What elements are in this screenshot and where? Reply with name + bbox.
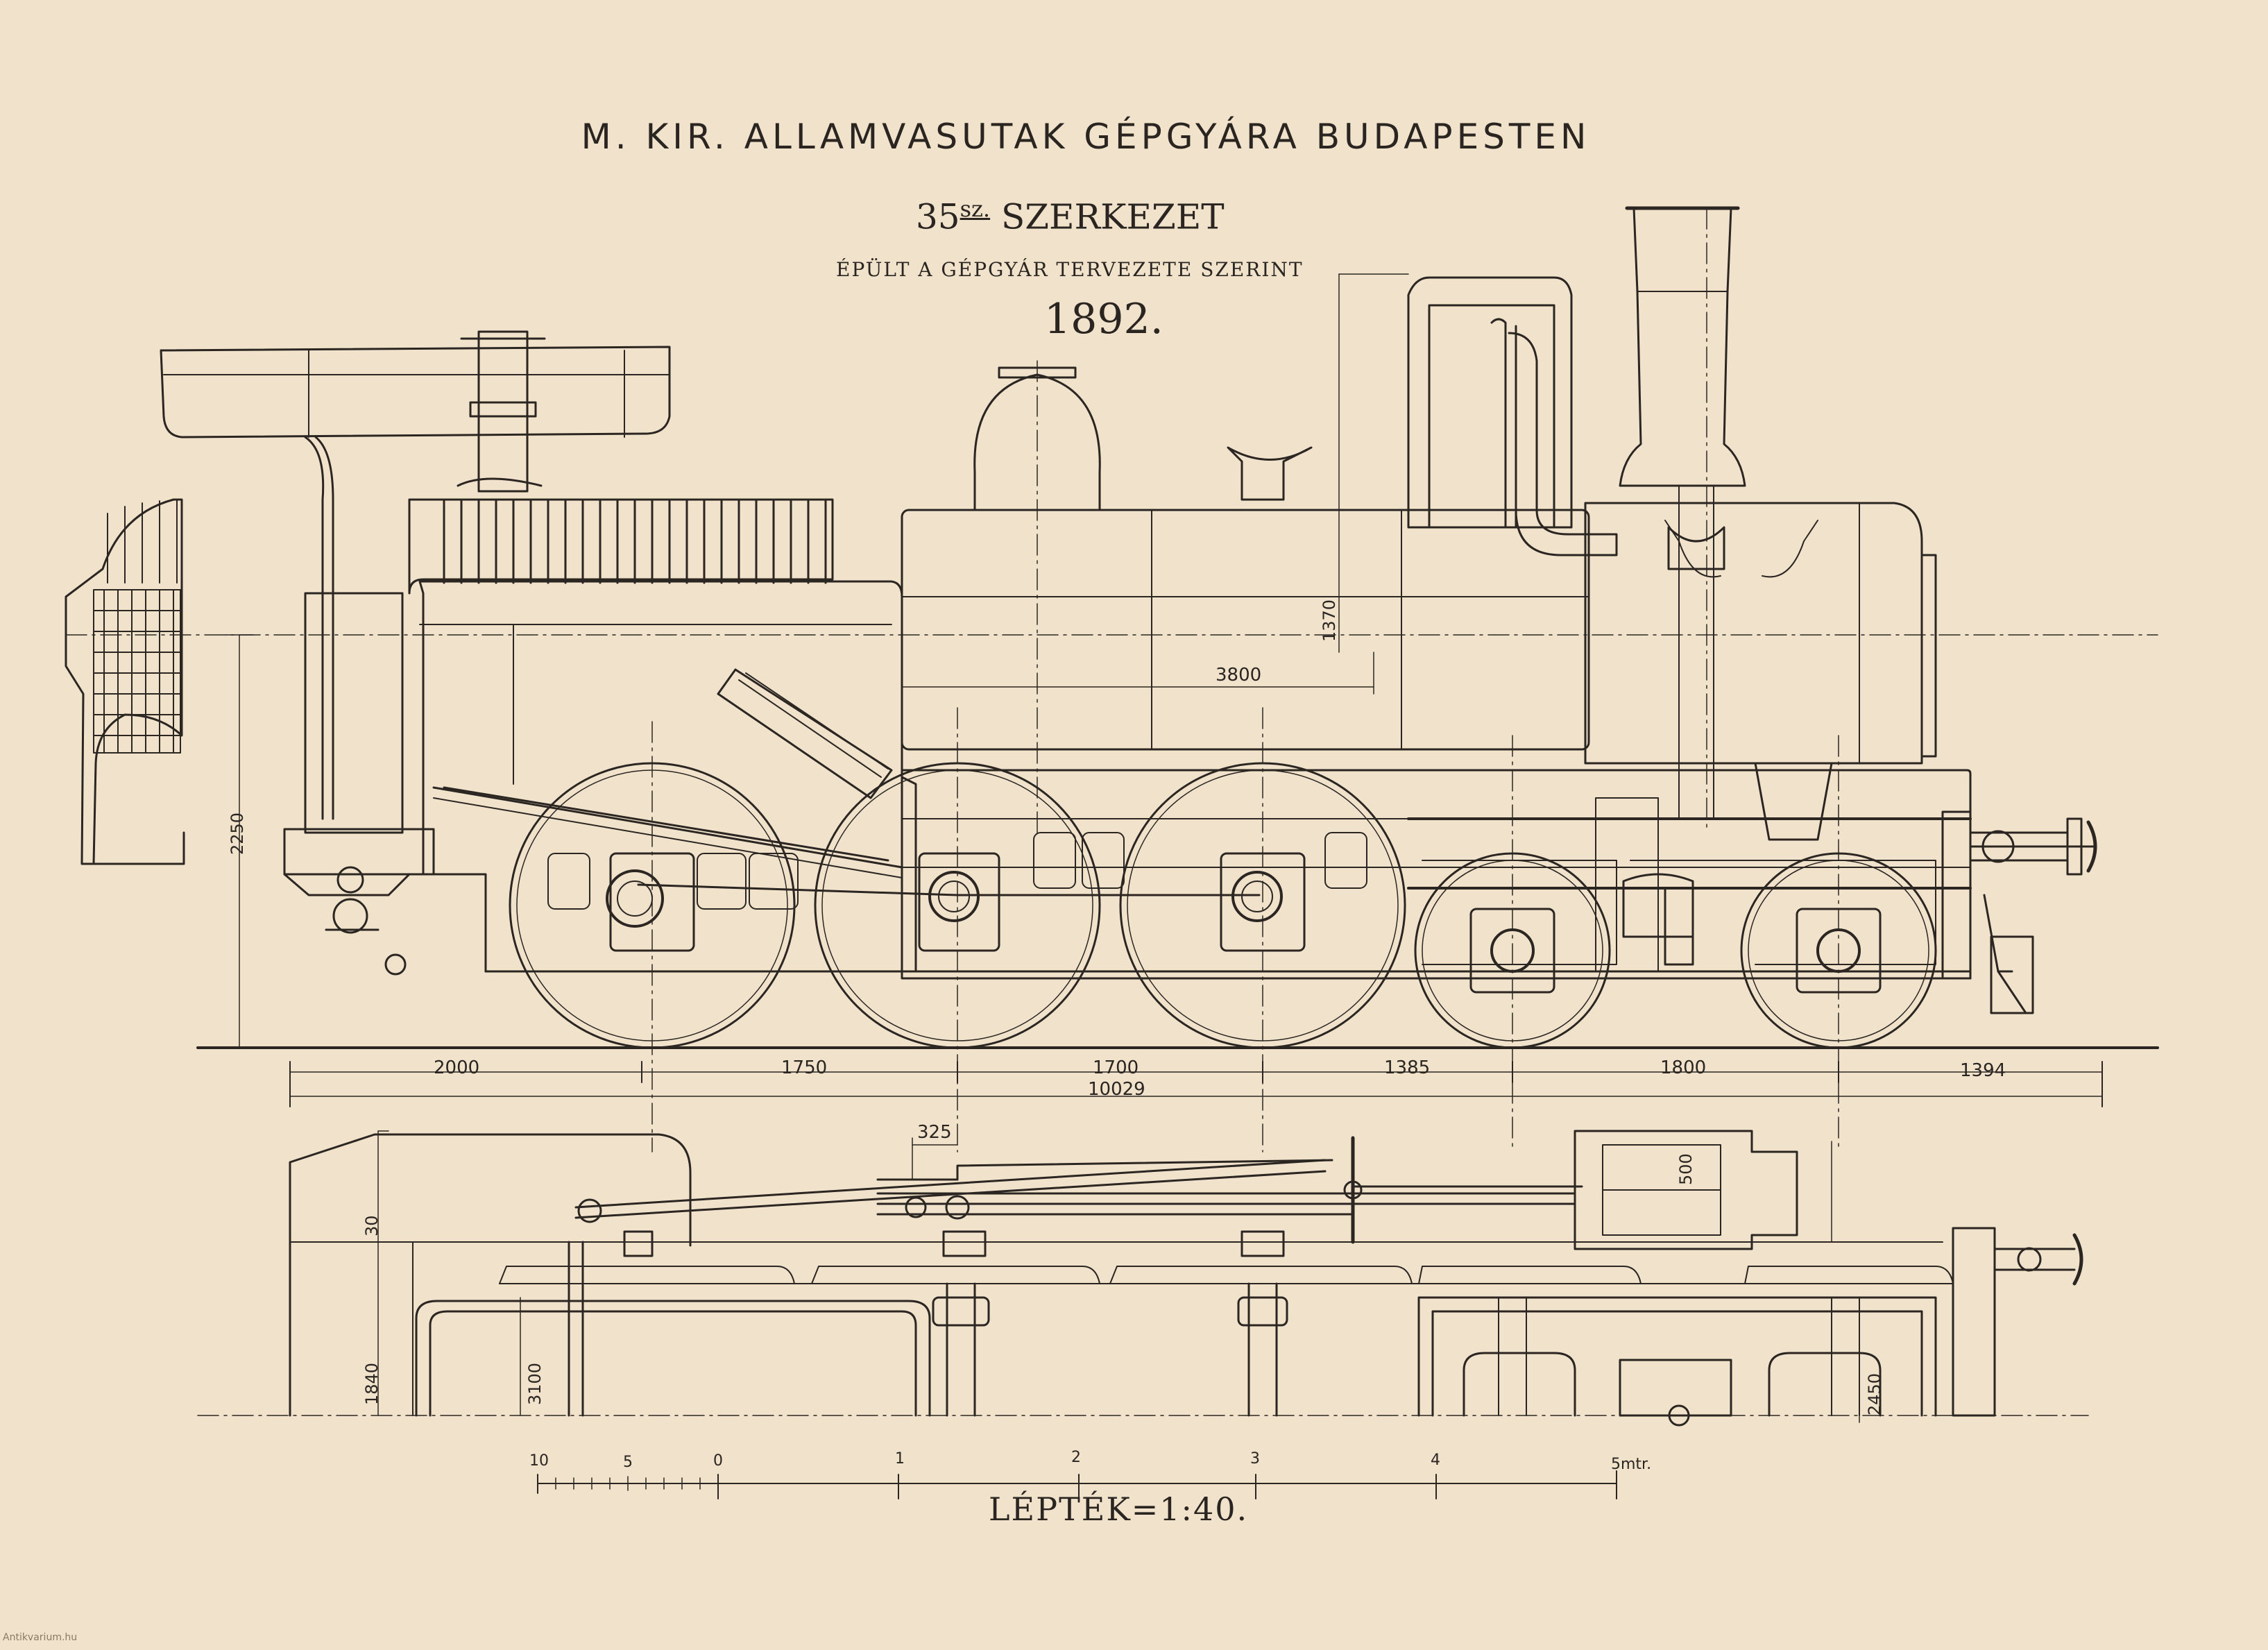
dim-boiler-length: 3800 [1216, 665, 1262, 686]
side-elevation [65, 206, 2159, 1153]
plan-wheel-treads [499, 1266, 1954, 1284]
plan-view [197, 1130, 2089, 1427]
plan-cylinder [1574, 1130, 1798, 1250]
construction-number: 35sz. SZERKEZET [916, 196, 1225, 237]
construction-number-suffix: sz. [960, 196, 991, 222]
boiler-barrel [901, 276, 1618, 751]
built-note: ÉPÜLT A GÉPGYÁR TERVEZETE SZERINT [836, 258, 1304, 281]
side-tank-panels [547, 832, 1367, 910]
scale-tick-3: 3 [1250, 1450, 1260, 1468]
dim-offset: 325 [917, 1122, 952, 1143]
dim-wheelbase-4: 1385 [1384, 1057, 1431, 1078]
watermark: Antikvarium.hu [3, 1632, 78, 1643]
dim-total-length: 10029 [1088, 1079, 1145, 1100]
scale-tick-2: 2 [1071, 1449, 1081, 1466]
dim-wheelbase-1: 2000 [434, 1057, 480, 1078]
cab-roof [160, 346, 671, 820]
construction-number-value: 35 [916, 196, 960, 237]
scale-tick-1: 1 [895, 1450, 905, 1468]
plan-rods [574, 1136, 1583, 1244]
firebox-tank [408, 498, 917, 973]
bogie-wheels [1414, 852, 1937, 1049]
dim-wheelbase-5: 1800 [1660, 1057, 1707, 1078]
scale-label: LÉPTÉK=1:40. [989, 1490, 1249, 1528]
scale-tick-10: 10 [529, 1452, 549, 1470]
dim-height-a: 1840 [362, 1362, 382, 1405]
scale-tick-5mtr: 5mtr. [1611, 1456, 1652, 1473]
build-year: 1892. [1044, 295, 1163, 343]
construction-label: SZERKEZET [1000, 196, 1225, 237]
dim-cylinder: 500 [1676, 1153, 1696, 1185]
dim-wheelbase-6: 1394 [1960, 1060, 2006, 1081]
scale-tick-4: 4 [1431, 1452, 1440, 1469]
rear-bunker [65, 498, 185, 865]
driving-wheels [443, 762, 1406, 1049]
dim-height-b: 3100 [525, 1362, 545, 1405]
side-dimension-lines [225, 273, 2103, 1107]
plan-bogie [1417, 1296, 1937, 1427]
safety-valve-stack [457, 330, 546, 493]
plan-axles [568, 1230, 1288, 1417]
plan-dimension-lines [377, 1130, 1860, 1423]
drawing-title: M. KIR. ALLAMVASUTAK GÉPGYÁRA BUDAPESTEN [581, 117, 1591, 157]
dim-wheelbase-3: 1700 [1093, 1057, 1139, 1078]
dim-dome-height: 1370 [1320, 599, 1339, 642]
scale-tick-5: 5 [623, 1454, 633, 1471]
dim-axle-height: 2250 [228, 812, 247, 855]
scale-tick-0: 0 [713, 1452, 723, 1470]
dim-height-c: 2450 [1865, 1372, 1884, 1415]
plan-buffer [1952, 1227, 2083, 1417]
smokebox [1584, 206, 1937, 819]
scale-bar [537, 1470, 1617, 1499]
cab-body [283, 592, 435, 976]
axle-boxes [606, 852, 1306, 952]
dim-wheelbase-2: 1750 [781, 1057, 828, 1078]
dim-frame-top: 30 [362, 1215, 382, 1236]
